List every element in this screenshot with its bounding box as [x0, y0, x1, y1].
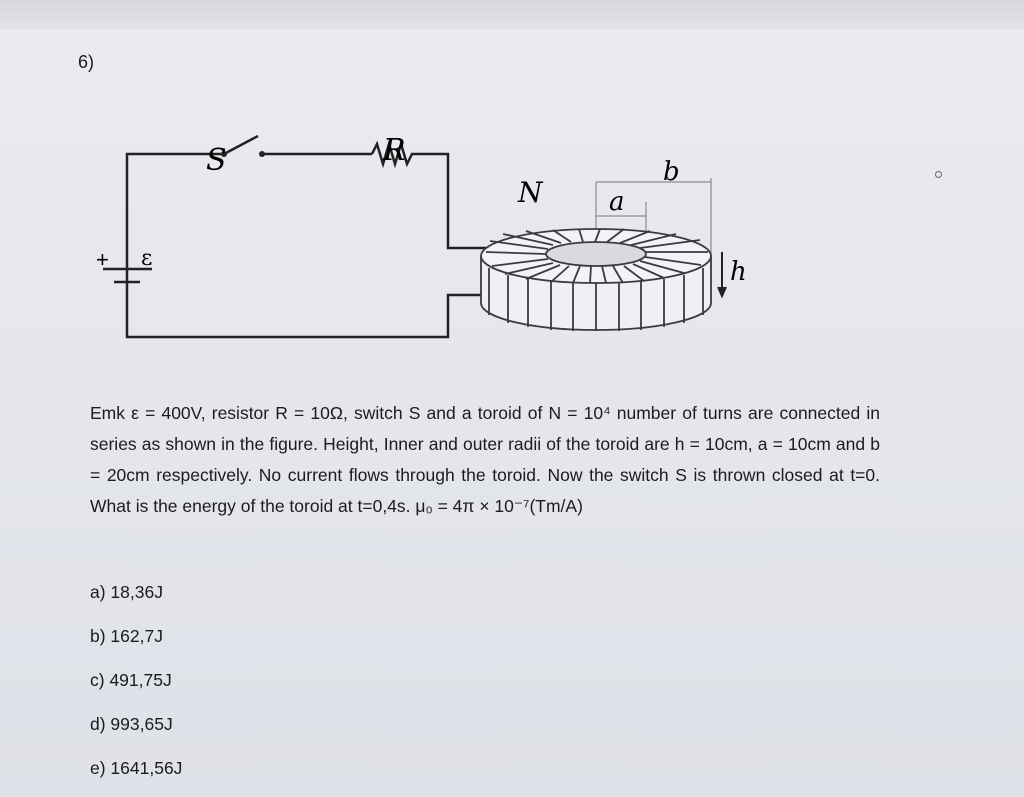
circuit-diagram: S R + ε N a b h — [96, 133, 747, 339]
question-sheet: 6) S R + ε N a b h — [0, 30, 1024, 797]
wire-bottom — [125, 269, 486, 339]
inner-radius-label: a — [609, 187, 625, 217]
switch-pivot — [221, 151, 227, 157]
wire-top-left — [125, 152, 222, 185]
stray-mark — [935, 171, 942, 178]
problem-statement: Emk ε = 400V, resistor R = 10Ω, switch S… — [90, 398, 880, 522]
question-number: 6) — [78, 52, 95, 72]
option-e[interactable]: e) 1641,56J — [90, 758, 183, 778]
option-c[interactable]: c) 491,75J — [90, 670, 172, 690]
battery-symbol — [103, 185, 152, 284]
plus-sign: + — [96, 247, 109, 272]
height-dimension-arrow — [717, 252, 727, 299]
switch-contact — [259, 151, 265, 157]
answer-options: a) 18,36J b) 162,7J c) 491,75J d) 993,65… — [90, 575, 182, 795]
problem-text: Emk ε = 400V, resistor R = 10Ω, switch S… — [90, 403, 880, 516]
switch-label: S — [206, 143, 227, 178]
toroid — [480, 228, 712, 331]
height-label: h — [730, 257, 747, 287]
top-background-band — [0, 0, 1024, 30]
emf-label: ε — [141, 246, 152, 271]
turns-label: N — [517, 176, 544, 209]
option-b[interactable]: b) 162,7J — [90, 626, 163, 646]
resistor-label: R — [382, 133, 406, 168]
outer-radius-label: b — [663, 157, 680, 187]
dimension-lines — [595, 178, 712, 266]
switch-blade — [223, 134, 259, 156]
resistor-zigzag — [370, 139, 486, 250]
option-a[interactable]: a) 18,36J — [90, 582, 163, 602]
option-d[interactable]: d) 993,65J — [90, 714, 173, 734]
